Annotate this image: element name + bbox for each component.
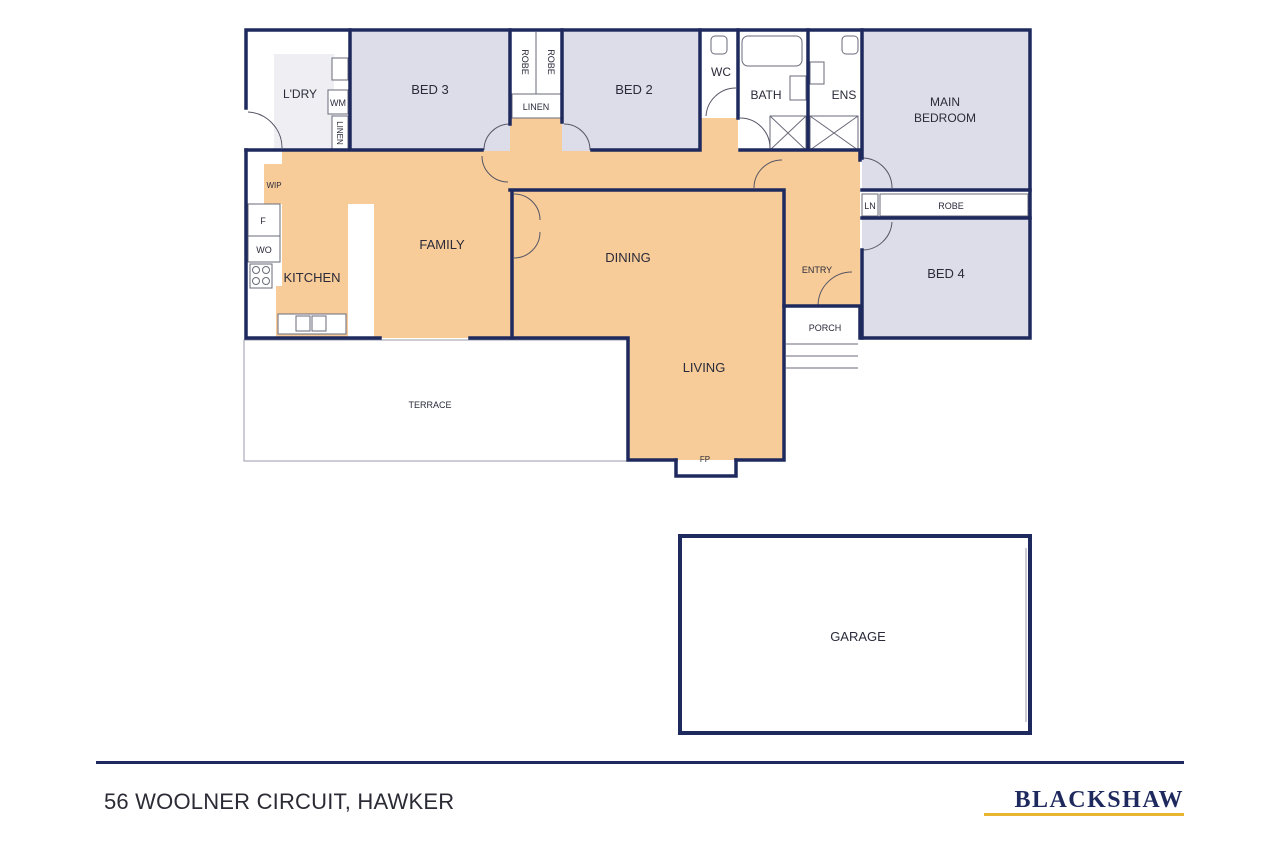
label-bed3: BED 3: [411, 82, 449, 97]
door-swings: [247, 87, 893, 307]
door-swing: [513, 193, 541, 221]
label-main-bedroom-1: MAIN: [930, 95, 960, 109]
shower-icon: [769, 115, 807, 151]
cooktop-icon: [252, 277, 260, 285]
walls: [244, 28, 1032, 478]
label-linen-side: LINEN: [335, 121, 344, 145]
door-swing: [563, 123, 591, 151]
property-address: 56 WOOLNER CIRCUIT, HAWKER: [104, 789, 455, 814]
wip-area: [264, 164, 282, 204]
label-family: FAMILY: [419, 237, 465, 252]
label-bed2: BED 2: [615, 82, 653, 97]
footer-divider: [96, 761, 1184, 764]
toilet-icon: [710, 35, 728, 55]
door-swing: [861, 157, 893, 189]
cooktop-icon: [262, 266, 270, 274]
shower-icon: [809, 115, 859, 151]
label-wm: WM: [330, 98, 346, 108]
fixtures: [247, 32, 1029, 369]
living-zone: [276, 118, 860, 460]
bed3-area: [350, 32, 510, 151]
exterior-wall: [244, 28, 1032, 462]
label-entry: ENTRY: [802, 265, 832, 275]
ln-box: [861, 193, 879, 217]
porch-area: [786, 310, 858, 344]
label-terrace: TERRACE: [408, 400, 451, 410]
label-robe-b: ROBE: [546, 49, 556, 75]
fireplace-wall: [674, 458, 738, 478]
door-swing: [247, 111, 283, 149]
cooktop-icon: [262, 277, 270, 285]
label-ens: ENS: [832, 88, 857, 102]
label-fireplace: FP: [700, 455, 710, 464]
vanity-icon: [809, 61, 825, 85]
main-bedroom-area: [862, 32, 1029, 190]
interior-wall: [244, 28, 1032, 340]
wm-box: [327, 89, 349, 115]
garage-outline: [678, 534, 1032, 735]
linen-hall-box: [511, 93, 563, 119]
label-wip: WIP: [266, 181, 281, 190]
label-garage: GARAGE: [830, 629, 886, 644]
door-swing: [705, 87, 737, 117]
laundry-tub-icon: [331, 57, 349, 81]
label-dining: DINING: [605, 250, 651, 265]
bathtub-icon: [741, 35, 803, 67]
door-swing: [481, 155, 509, 183]
label-fridge: F: [260, 216, 266, 226]
label-porch: PORCH: [809, 323, 842, 333]
label-wall-oven: WO: [256, 245, 272, 255]
robe-main-box: [879, 193, 1029, 217]
fridge-box: [247, 203, 281, 237]
label-main-bedroom-2: BEDROOM: [914, 111, 976, 125]
label-robe-a: ROBE: [520, 49, 530, 75]
label-living: LIVING: [683, 360, 726, 375]
wall-oven-box: [247, 235, 281, 263]
label-wc: WC: [711, 65, 731, 79]
toilet-icon: [841, 35, 859, 55]
door-swing: [861, 221, 893, 251]
label-ln: LN: [864, 201, 876, 211]
sink-icon: [311, 315, 327, 332]
door-swing: [513, 231, 541, 259]
vanity-icon: [789, 75, 807, 101]
brand-underline: [984, 813, 1184, 816]
label-linen-top: LINEN: [523, 102, 550, 112]
bed4-area: [862, 218, 1029, 338]
sink-icon: [295, 315, 311, 332]
cooktop-icon: [252, 266, 260, 274]
label-bath: BATH: [750, 88, 781, 102]
brand-logo: BLACKSHAW: [1014, 787, 1184, 813]
room-labels: BED 3 ROBE ROBE LINEN BED 2 WC BATH ENS …: [256, 49, 976, 644]
bed2-area: [562, 32, 700, 151]
label-laundry: L'DRY: [283, 87, 317, 101]
door-swing: [739, 117, 771, 149]
label-bed4: BED 4: [927, 266, 965, 281]
door-swing: [817, 271, 853, 307]
laundry-area: [274, 54, 334, 150]
door-swing: [483, 123, 511, 151]
door-swing: [753, 159, 783, 189]
label-kitchen: KITCHEN: [283, 270, 340, 285]
label-robe-main: ROBE: [938, 201, 964, 211]
